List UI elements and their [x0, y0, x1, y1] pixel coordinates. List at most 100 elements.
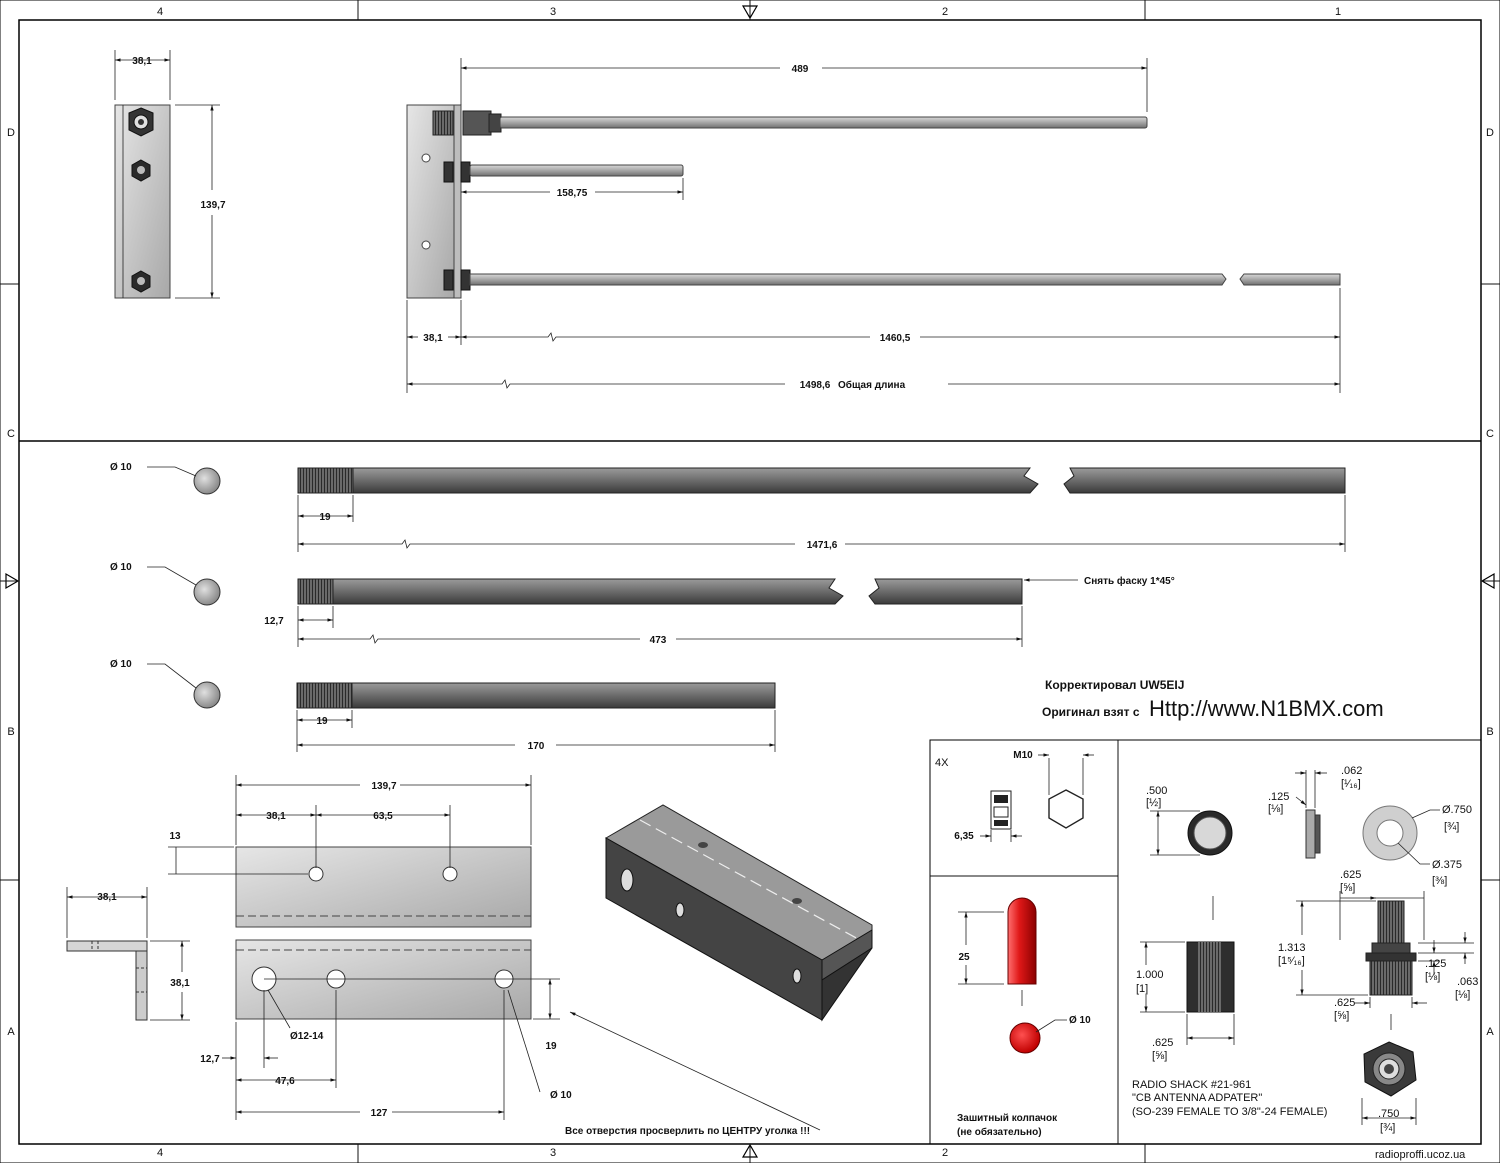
rod-2-drawing	[147, 566, 1078, 647]
rod1-thread-dim: 19	[319, 512, 331, 523]
col-label-2: 2	[942, 6, 948, 18]
dim-625c: .625	[1152, 1037, 1173, 1049]
rod2-thread-dim: 12,7	[264, 616, 284, 627]
dim-750b: .750	[1378, 1108, 1399, 1120]
row-label-b-right: B	[1486, 726, 1493, 738]
rod3-diameter-label: Ø 10	[110, 659, 132, 670]
adapter-drawing	[1140, 770, 1474, 1125]
corrected-by-label: Корректировал UW5EIJ	[1045, 678, 1184, 692]
row-label-a-right: A	[1486, 1026, 1494, 1038]
side-height-dim: 139,7	[200, 200, 225, 211]
part-line1: RADIO SHACK #21-961	[1132, 1079, 1251, 1091]
col-label-1: 1	[1335, 6, 1341, 18]
col-label-3-bottom: 3	[550, 1147, 556, 1159]
col-label-3: 3	[550, 6, 556, 18]
cap-label-line1: Зашитный колпачок	[957, 1113, 1058, 1124]
col-label-4-bottom: 4	[157, 1147, 163, 1159]
dim-125b-frac: [⅛]	[1425, 971, 1440, 983]
rod1-length-dim: 1471,6	[807, 540, 838, 551]
part-line2: "CB ANTENNA ADPATER"	[1132, 1092, 1262, 1104]
adapter-dimensions: .500 [½] .062 [¹⁄₁₆] .125 [⅛] Ø.750 [¾] …	[1136, 765, 1478, 1134]
bracket-d3-dim: 47,6	[275, 1076, 295, 1087]
source-url[interactable]: Http://www.N1BMX.com	[1149, 696, 1384, 721]
row-label-b: B	[7, 726, 14, 738]
cap-drawing	[958, 897, 1067, 1054]
rod-3-drawing	[147, 663, 776, 752]
bracket-3d-view	[604, 804, 873, 1022]
dim-625b: .625	[1334, 997, 1355, 1009]
row-label-c: C	[7, 428, 15, 440]
rod3-thread-dim: 19	[316, 716, 328, 727]
end-width-dim: 38,1	[97, 892, 117, 903]
nut-qty: 4X	[935, 757, 949, 769]
dim-625c-frac: [⅝]	[1152, 1050, 1167, 1062]
row-label-a: A	[7, 1026, 15, 1038]
col-label-4: 4	[157, 6, 163, 18]
rod3-length-dim: 1460,5	[880, 333, 911, 344]
row-label-d-right: D	[1486, 127, 1494, 139]
rod-1-drawing	[147, 466, 1346, 552]
dim-125b: .125	[1425, 958, 1446, 970]
bracket-side-view	[114, 50, 220, 299]
source-prefix: Оригинал взят с	[1042, 705, 1140, 719]
dim-062: .062	[1341, 765, 1362, 777]
watermark: radioproffi.ucoz.ua	[1375, 1149, 1466, 1161]
dim-625a-frac: [⅝]	[1340, 882, 1355, 894]
dim-750a-frac: [¾]	[1444, 821, 1459, 833]
edge-dim: 12,7	[200, 1054, 220, 1065]
dim-500: .500	[1146, 785, 1167, 797]
small-hole-label: Ø 10	[550, 1090, 572, 1101]
dim-062-frac: [¹⁄₁₆]	[1341, 778, 1361, 790]
bracket-width-dim: 38,1	[423, 333, 443, 344]
dim-500-frac: [½]	[1146, 797, 1161, 809]
cap-diameter-label: Ø 10	[1069, 1015, 1091, 1026]
rod3-length-dim: 170	[528, 741, 545, 752]
dim-125a-frac: [⅛]	[1268, 803, 1283, 815]
rod2-length-dim: 473	[650, 635, 667, 646]
row-label-c-right: C	[1486, 428, 1494, 440]
dim-1313-frac: [1⁵⁄₁₆]	[1278, 955, 1305, 967]
bracket-side-face	[222, 939, 821, 1131]
dim-063: .063	[1457, 976, 1478, 988]
nut-drawing	[980, 753, 1094, 842]
bracket-d2-dim: 63,5	[373, 811, 393, 822]
cap-label-line2: (не обязательно)	[957, 1126, 1042, 1138]
dim-750b-frac: [¾]	[1380, 1122, 1395, 1134]
dim-375-frac: [⅜]	[1432, 875, 1447, 887]
dim-1313: 1.313	[1278, 942, 1306, 954]
dim-375: Ø.375	[1432, 859, 1462, 871]
frame-labels: 4 3 2 1 4 3 2 D C B A D C B A	[7, 6, 1494, 1159]
nut-thickness: 6,35	[954, 831, 974, 842]
bracket-end-view	[66, 887, 190, 1021]
bracket-total-dim: 139,7	[371, 781, 396, 792]
dim-625b-frac: [⅝]	[1334, 1010, 1349, 1022]
total-length-label: Общая длина	[838, 379, 906, 391]
nut-size: M10	[1013, 750, 1033, 761]
side-width-dim: 38,1	[132, 56, 152, 67]
bracket-top-face	[168, 775, 532, 928]
end-height-dim: 38,1	[170, 978, 190, 989]
col-label-2-bottom: 2	[942, 1147, 948, 1159]
row-label-d: D	[7, 127, 15, 139]
cap-height-dim: 25	[958, 952, 970, 963]
bottom-offset-dim: 19	[545, 1041, 557, 1052]
dim-125a: .125	[1268, 791, 1289, 803]
rod2-diameter-label: Ø 10	[110, 562, 132, 573]
total-length-dim: 1498,6	[800, 380, 831, 391]
bracket-d1-dim: 38,1	[266, 811, 286, 822]
dim-625a: .625	[1340, 869, 1361, 881]
dim-750a: Ø.750	[1442, 804, 1472, 816]
dim-1000: 1.000	[1136, 969, 1164, 981]
rod2-length-dim: 158,75	[557, 188, 588, 199]
assembly-view	[406, 58, 1341, 393]
big-hole-label: Ø12-14	[290, 1031, 324, 1042]
part-line3: (SO-239 FEMALE TO 3/8"-24 FEMALE)	[1132, 1106, 1327, 1118]
dim-063-frac: [⅛]	[1455, 989, 1470, 1001]
chamfer-note: Снять фаску 1*45°	[1084, 575, 1175, 587]
bracket-top-offset-dim: 13	[169, 831, 181, 842]
parts-panels	[929, 739, 1482, 1145]
drilling-note: Все отверстия просверлить по ЦЕНТРУ угол…	[565, 1126, 810, 1137]
dim-1000-frac: [1]	[1136, 983, 1148, 995]
